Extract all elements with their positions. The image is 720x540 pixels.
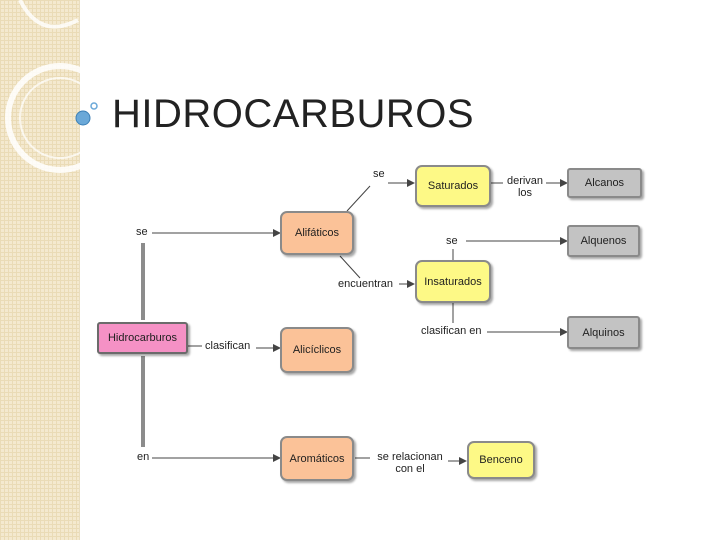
node-hidrocarburos-label: Hidrocarburos: [107, 332, 178, 344]
node-benceno-label: Benceno: [479, 454, 523, 466]
node-insaturados[interactable]: Insaturados: [415, 260, 491, 303]
link-label-derivan-los: derivan los: [504, 175, 546, 199]
link-label-se-saturados: se: [373, 168, 385, 180]
node-alquinos[interactable]: Alquinos: [567, 316, 640, 349]
decorative-circles: [5, 0, 115, 173]
node-alcanos[interactable]: Alcanos: [567, 168, 642, 198]
link-label-derivan-line2: los: [517, 187, 533, 199]
node-saturados-label: Saturados: [427, 180, 479, 192]
node-aliciclicos-label: Alicíclicos: [292, 344, 342, 356]
node-aromaticos-label: Aromáticos: [289, 452, 345, 465]
node-hidrocarburos[interactable]: Hidrocarburos: [97, 322, 188, 354]
link-label-se-alquenos: se: [446, 235, 458, 247]
node-saturados[interactable]: Saturados: [415, 165, 491, 207]
node-benceno[interactable]: Benceno: [467, 441, 535, 479]
title-bullet-icon: [75, 110, 91, 126]
link-label-se-main: se: [136, 226, 148, 238]
node-alcanos-label: Alcanos: [584, 177, 625, 189]
link-label-clasifican-en: clasifican en: [421, 325, 482, 337]
node-aromaticos[interactable]: Aromáticos: [280, 436, 354, 481]
node-alifaticos-label: Alifáticos: [294, 227, 340, 239]
link-label-relacionan-line2: con el: [395, 463, 425, 475]
link-label-relacionan-line1: se relacionan: [377, 451, 443, 463]
node-alquenos[interactable]: Alquenos: [567, 225, 640, 257]
link-label-clasifican: clasifican: [205, 340, 251, 352]
link-label-en: en: [137, 451, 150, 463]
node-aliciclicos[interactable]: Alicíclicos: [280, 327, 354, 373]
node-insaturados-label: Insaturados: [424, 275, 482, 288]
slide-title: HIDROCARBUROS: [112, 92, 475, 136]
link-label-se-relacionan: se relacionan con el: [372, 451, 448, 475]
node-alquenos-label: Alquenos: [580, 235, 627, 247]
node-alifaticos[interactable]: Alifáticos: [280, 211, 354, 255]
link-label-encuentran: encuentran: [338, 278, 394, 290]
node-alquinos-label: Alquinos: [582, 326, 625, 339]
link-label-derivan-line1: derivan: [506, 175, 544, 187]
